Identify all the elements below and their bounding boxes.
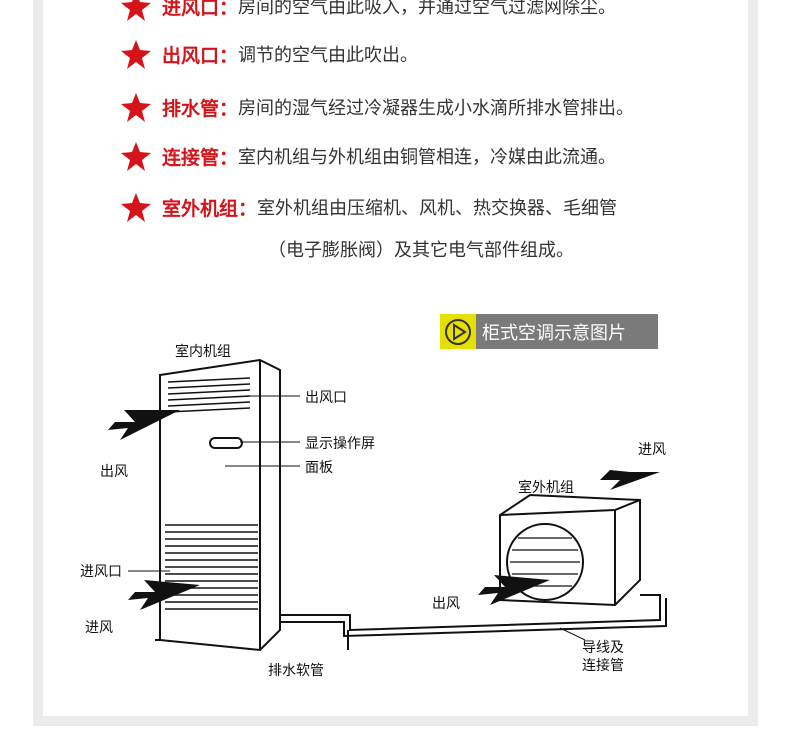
label-indoor-unit: 室内机组 [175,343,231,360]
desc-text: 室内机组与外机组由铜管相连，冷媒由此流通。 [238,147,617,168]
label-inlet: 进风口 [80,564,122,580]
red-star-icon [121,93,151,122]
red-star-icon [121,40,151,69]
label-outlet: 出风口 [305,390,347,406]
label-air-out-left: 出风 [100,464,128,480]
label-panel: 面板 [305,460,333,476]
desc-text: 调节的空气由此吹出。 [238,45,419,66]
desc-continuation: （电子膨胀阀）及其它电气部件组成。 [268,240,574,261]
desc-term: 进风口： [162,0,239,19]
desc-text: 房间的湿气经过冷凝器生成小水滴所排水管排出。 [238,98,635,119]
connection-pipe [280,594,667,650]
desc-text: 房间的空气由此吸入，并通过空气过滤网除尘。 [238,0,617,18]
desc-row-drain: 排水管： 房间的湿气经过冷凝器生成小水滴所排水管排出。 [120,89,634,125]
red-star-icon [121,142,151,171]
label-drain-hose: 排水软管 [268,663,324,679]
red-star-icon [121,193,151,222]
desc-text: 室外机组由压缩机、风机、热交换器、毛细管 [257,198,618,219]
label-wire-line2: 连接管 [582,657,624,674]
label-outdoor-unit: 室外机组 [518,479,574,496]
play-circle-icon [440,314,476,349]
ac-diagram: 室内机组 出风口 显示操作屏 面板 出风 进风口 进风 排水软管 室外机组 进风… [80,343,667,679]
label-air-out-right: 出风 [432,596,460,612]
desc-row-pipe: 连接管： 室内机组与外机组由铜管相连，冷媒由此流通。 [120,138,616,174]
banner-title: 柜式空调示意图片 [482,322,626,344]
desc-term: 出风口： [162,44,239,67]
label-air-in-right: 进风 [638,442,666,458]
desc-row-outlet: 出风口： 调节的空气由此吹出。 [120,36,418,72]
airflow-arrows [108,410,660,610]
section-banner: 柜式空调示意图片 [440,314,658,349]
desc-term: 室外机组： [162,197,258,220]
desc-row-outdoor: 室外机组： 室外机组由压缩机、风机、热交换器、毛细管 [120,189,617,225]
label-air-in-left: 进风 [85,620,113,636]
label-display: 显示操作屏 [305,436,375,452]
label-wire-line1: 导线及 [582,640,624,656]
desc-term: 排水管： [162,97,239,120]
desc-term: 连接管： [162,146,239,169]
red-star-icon [121,0,151,21]
indoor-unit-drawing [155,358,281,652]
desc-row-inlet: 进风口： 房间的空气由此吸入，并通过空气过滤网除尘。 [120,0,616,24]
